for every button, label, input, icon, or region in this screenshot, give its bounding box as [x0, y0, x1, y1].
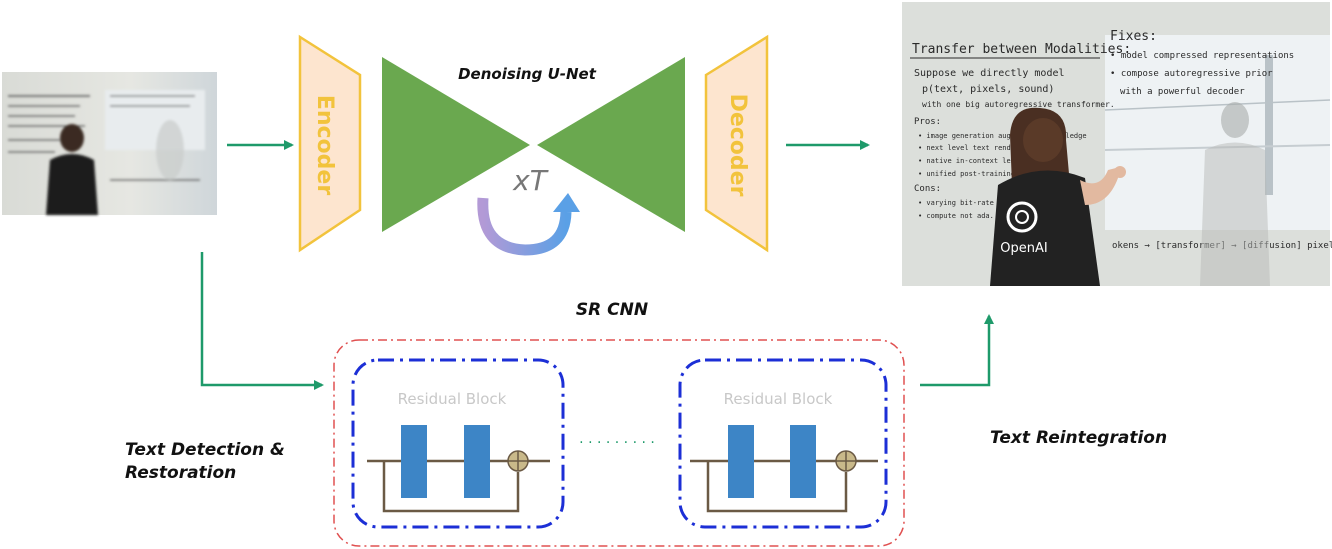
wb-line-left-9: • varying bit-rate ...	[918, 199, 1011, 207]
wb-line-left-6: • native in-context lear...	[918, 157, 1032, 165]
conv-layer	[464, 425, 490, 498]
conv-layer	[728, 425, 754, 498]
wb-line-right-2: with a powerful decoder	[1120, 87, 1245, 97]
residual-block-1: Residual Block	[351, 358, 565, 529]
wb-heading-left: Transfer between Modalities:	[912, 42, 1131, 57]
adder-icon	[507, 450, 529, 472]
residual-block-2: Residual Block	[678, 358, 888, 529]
wb-line-left-1: p(text, pixels, sound)	[922, 84, 1054, 95]
encoder-label: Encoder	[312, 95, 337, 196]
wb-line-left-7: • unified post-training ...	[918, 170, 1032, 178]
ellipsis-dots: · · · · · · · · ·	[579, 435, 655, 451]
wb-line-left-3: Pros:	[914, 117, 941, 127]
loop-arrow-icon	[477, 193, 580, 256]
encoder-block: Encoder	[298, 34, 362, 253]
decoder-label: Decoder	[725, 94, 750, 197]
loop-label: xT	[512, 164, 549, 197]
output-sharp-image: Transfer between Modalities: Suppose we …	[902, 2, 1332, 286]
wb-line-left-8: Cons:	[914, 184, 941, 194]
text-detection-label: Text Detection &	[125, 440, 285, 460]
wb-line-left-5: • next level text rendering	[918, 144, 1032, 152]
wb-line-right-0: • model compressed representations	[1110, 51, 1294, 61]
wb-line-left-0: Suppose we directly model	[914, 68, 1065, 79]
unet-block: Denoising U-Net	[382, 57, 685, 232]
arrow-input-to-sr-cnn	[200, 252, 324, 390]
arrow-sr-cnn-to-output	[920, 314, 994, 387]
decoder-block: Decoder	[704, 34, 769, 253]
sr-cnn-label: SR CNN	[576, 300, 648, 320]
openai-logo-icon	[1006, 201, 1038, 233]
wb-heading-right: Fixes:	[1110, 29, 1157, 44]
sr-cnn-box	[333, 339, 905, 547]
unet-label: Denoising U-Net	[458, 65, 597, 83]
wb-line-right-1: • compose autoregressive prior	[1110, 69, 1273, 79]
residual-block-2-label: Residual Block	[724, 390, 833, 408]
wb-line-left-4: • image generation augmented ...nowledge	[918, 132, 1087, 140]
conv-layer	[790, 425, 816, 498]
shirt-text: OpenAI	[1000, 241, 1047, 256]
text-reintegration-label: Text Reintegration	[990, 428, 1167, 448]
restoration-label: Restoration	[125, 463, 236, 483]
adder-icon	[835, 450, 857, 472]
person-figure: OpenAI	[990, 107, 1126, 286]
wb-line-left-10: • compute not ada...	[918, 212, 1002, 220]
residual-block-1-label: Residual Block	[398, 390, 507, 408]
wb-line-left-2: with one big autoregressive transformer.	[922, 100, 1115, 109]
conv-layer	[401, 425, 427, 498]
input-blurry-image	[2, 72, 217, 215]
